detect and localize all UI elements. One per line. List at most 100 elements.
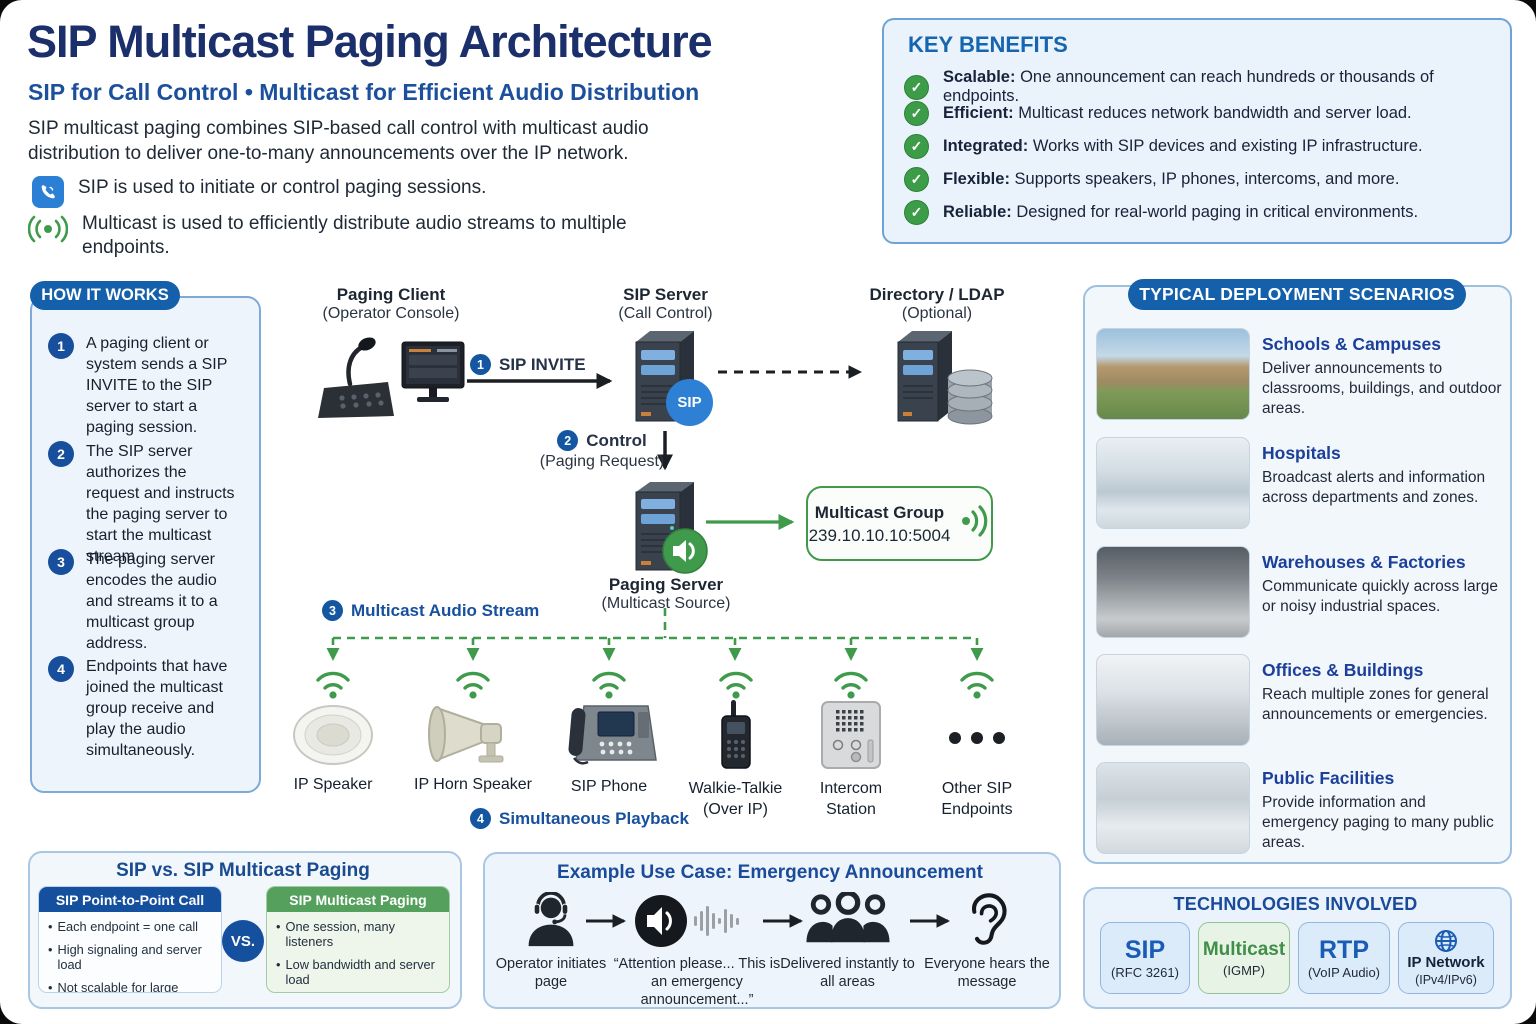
benefit-scalable: ✓ Scalable: One announcement can reach h… bbox=[904, 68, 1490, 106]
sip-server-graphic bbox=[626, 326, 706, 433]
comparison-title: SIP vs. SIP Multicast Paging bbox=[116, 860, 370, 881]
benefit-integrated: ✓ Integrated: Works with SIP devices and… bbox=[904, 134, 1490, 159]
sip-badge: SIP bbox=[666, 379, 713, 426]
globe-icon bbox=[1435, 930, 1457, 952]
use-case-everyone-hears: Everyone hears the message bbox=[922, 890, 1052, 991]
multicast-icon bbox=[27, 215, 69, 250]
flow-label: Control bbox=[586, 430, 647, 450]
flow-multicast-audio-stream: 3 Multicast Audio Stream bbox=[322, 600, 539, 621]
multicast-group-box: Multicast Group 239.10.10.10:5004 bbox=[806, 486, 993, 561]
walkie-talkie-graphic bbox=[720, 700, 751, 769]
scenario-warehouses: Warehouses & Factories Communicate quick… bbox=[1262, 552, 1499, 615]
comparison-right-card: SIP Multicast Paging One session, many l… bbox=[266, 886, 450, 993]
tech-chip-rtp: RTP (VoIP Audio) bbox=[1298, 922, 1390, 994]
use-case-delivered: Delivered instantly to all areas bbox=[775, 892, 920, 991]
comparison-bullet: Each endpoint = one call bbox=[48, 919, 212, 934]
multicast-group-title: Multicast Group bbox=[814, 502, 945, 522]
check-icon: ✓ bbox=[904, 101, 929, 126]
check-icon: ✓ bbox=[904, 167, 929, 192]
step-number: 1 bbox=[48, 333, 74, 359]
intro-bullet-sip: SIP is used to initiate or control pagin… bbox=[32, 176, 652, 208]
step-text: The SIP server authorizes the request an… bbox=[86, 443, 235, 565]
endpoint-walkie-talkie: Walkie-Talkie(Over IP) bbox=[678, 668, 793, 820]
schools-campuses-photo bbox=[1096, 328, 1250, 420]
scenario-public: Public Facilities Provide information an… bbox=[1262, 768, 1494, 851]
warehouses-photo bbox=[1096, 546, 1250, 638]
paging-server-label: Paging Server (Multicast Source) bbox=[601, 575, 731, 612]
operator-headset-icon bbox=[528, 892, 574, 947]
step-text: A paging client or system sends a SIP IN… bbox=[86, 335, 228, 436]
key-benefits-panel bbox=[882, 18, 1512, 244]
use-case-title: Example Use Case: Emergency Announcement bbox=[557, 862, 983, 883]
flow-label: Simultaneous Playback bbox=[499, 808, 689, 828]
sip-phone-icon bbox=[32, 176, 64, 208]
ip-speaker-graphic bbox=[293, 705, 373, 765]
tech-chip-sip: SIP (RFC 3261) bbox=[1100, 922, 1190, 994]
endpoint-ip-horn-speaker: IP Horn Speaker bbox=[413, 668, 533, 795]
vs-badge: VS. bbox=[222, 920, 264, 962]
comparison-bullet: Low bandwidth and server load bbox=[276, 957, 440, 987]
benefit-text: Reliable: Designed for real-world paging… bbox=[943, 203, 1419, 221]
wifi-icon bbox=[316, 671, 350, 699]
operator-console-graphic bbox=[316, 326, 468, 427]
benefit-text: Flexible: Supports speakers, IP phones, … bbox=[943, 170, 1400, 188]
flow-number: 2 bbox=[557, 430, 579, 451]
scenario-schools: Schools & Campuses Deliver announcements… bbox=[1262, 334, 1502, 417]
page-subtitle: SIP for Call Control • Multicast for Eff… bbox=[28, 79, 700, 105]
step-number: 2 bbox=[48, 441, 74, 467]
benefit-text: Scalable: One announcement can reach hun… bbox=[943, 68, 1434, 105]
comparison-left-card: SIP Point-to-Point Call Each endpoint = … bbox=[38, 886, 222, 993]
flow-label: Multicast Audio Stream bbox=[351, 600, 540, 620]
intercom-graphic bbox=[821, 701, 881, 769]
use-case-operator: Operator initiates page bbox=[495, 892, 607, 991]
how-step-2: 2 The SIP server authorizes the request … bbox=[48, 441, 244, 567]
ear-icon bbox=[972, 893, 1007, 945]
flow-sublabel: (Paging Request) bbox=[539, 453, 665, 470]
tech-chip-multicast: Multicast (IGMP) bbox=[1198, 922, 1290, 994]
benefit-efficient: ✓ Efficient: Multicast reduces network b… bbox=[904, 101, 1490, 126]
wifi-icon bbox=[718, 671, 753, 699]
wifi-icon bbox=[592, 671, 626, 699]
check-icon: ✓ bbox=[904, 200, 929, 225]
use-case-announcement: “Attention please... This is an emergenc… bbox=[612, 894, 782, 1009]
flow-sip-invite: 1 SIP INVITE bbox=[470, 354, 586, 375]
comparison-bullet: One session, many listeners bbox=[276, 919, 440, 949]
endpoint-ip-speaker: IP Speaker bbox=[273, 668, 393, 795]
comparison-bullet: Not scalable for large groups bbox=[48, 980, 212, 992]
hospitals-photo bbox=[1096, 437, 1250, 529]
flow-number: 1 bbox=[470, 354, 491, 375]
flow-number: 4 bbox=[470, 808, 491, 829]
benefit-reliable: ✓ Reliable: Designed for real-world pagi… bbox=[904, 200, 1490, 225]
scenarios-title: TYPICAL DEPLOYMENT SCENARIOS bbox=[1128, 279, 1466, 310]
flow-number: 3 bbox=[322, 600, 343, 621]
benefit-flexible: ✓ Flexible: Supports speakers, IP phones… bbox=[904, 167, 1490, 192]
flow-simultaneous-playback: 4 Simultaneous Playback bbox=[470, 808, 689, 829]
how-step-1: 1 A paging client or system sends a SIP … bbox=[48, 333, 244, 438]
announcement-speaker-icon bbox=[635, 895, 739, 947]
scenario-hospitals: Hospitals Broadcast alerts and informati… bbox=[1262, 443, 1486, 506]
database-icon bbox=[947, 369, 993, 425]
comparison-left-header: SIP Point-to-Point Call bbox=[39, 887, 221, 912]
how-step-3: 3 The paging server encodes the audio an… bbox=[48, 549, 244, 654]
wifi-icon bbox=[456, 671, 490, 699]
offices-photo bbox=[1096, 654, 1250, 746]
intro-bullet-sip-text: SIP is used to initiate or control pagin… bbox=[78, 177, 487, 198]
how-step-4: 4 Endpoints that have joined the multica… bbox=[48, 656, 244, 761]
benefit-text: Integrated: Works with SIP devices and e… bbox=[943, 137, 1423, 155]
ellipsis-icon bbox=[949, 732, 1005, 744]
multicast-group-address: 239.10.10.10:5004 bbox=[808, 525, 951, 545]
flow-label: SIP INVITE bbox=[499, 354, 586, 374]
endpoint-sip-phone: SIP Phone bbox=[549, 668, 669, 797]
key-benefits-title: KEY BENEFITS bbox=[908, 32, 1068, 57]
step-text: Endpoints that have joined the multicast… bbox=[86, 658, 228, 759]
directory-server-graphic bbox=[890, 326, 1000, 435]
multicast-broadcast-icon bbox=[960, 505, 990, 542]
directory-label: Directory / LDAP (Optional) bbox=[869, 285, 1005, 322]
sip-server-label: SIP Server (Call Control) bbox=[618, 285, 713, 322]
benefit-text: Efficient: Multicast reduces network ban… bbox=[943, 104, 1412, 122]
intro-bullet-multicast-text: Multicast is used to efficiently distrib… bbox=[82, 213, 627, 258]
intro-bullet-multicast: Multicast is used to efficiently distrib… bbox=[27, 212, 668, 260]
intro-description: SIP multicast paging combines SIP-based … bbox=[28, 118, 649, 164]
